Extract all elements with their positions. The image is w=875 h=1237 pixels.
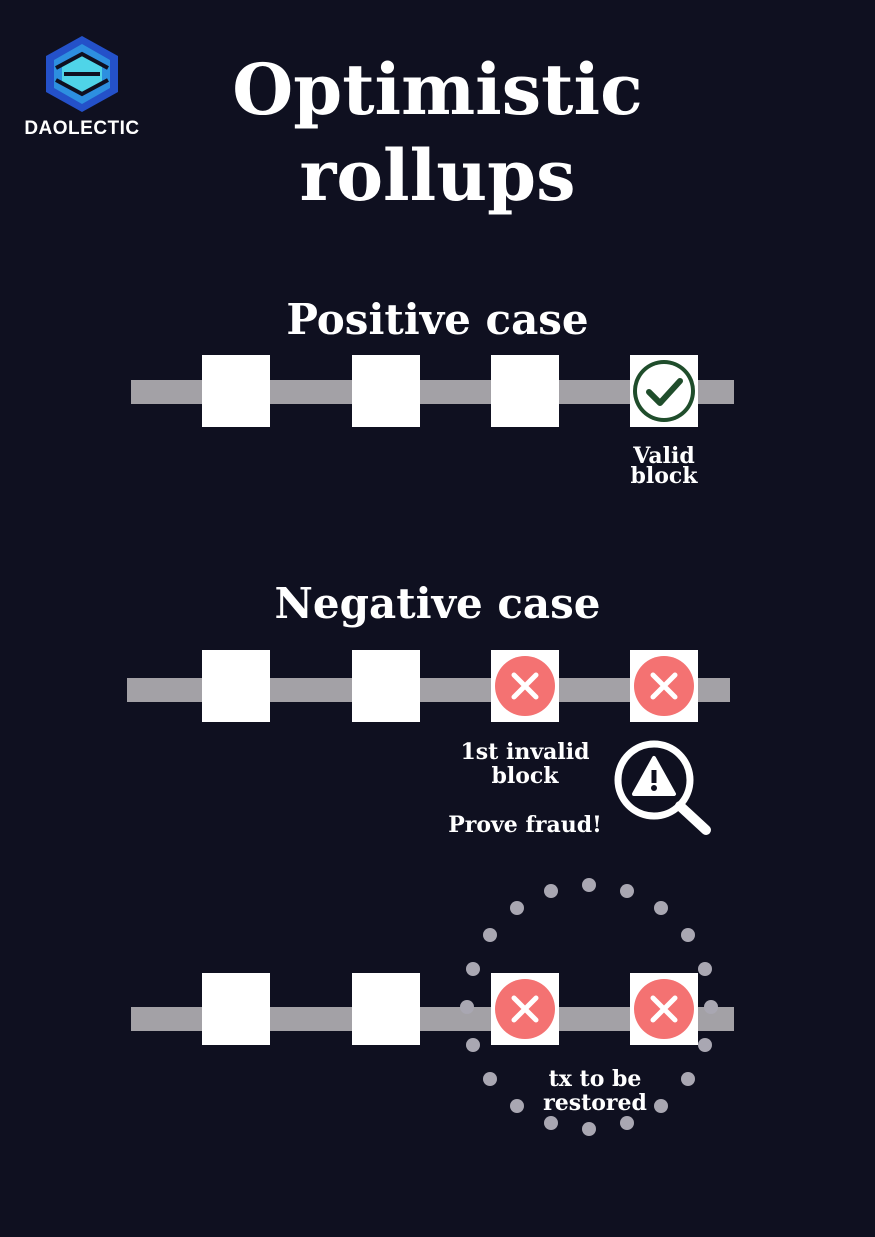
x-icon [495,979,555,1039]
dotted-outline-dot [654,901,668,915]
dotted-outline-dot [544,1116,558,1130]
negative-block-invalid-2 [630,650,698,722]
positive-block-3 [491,355,559,427]
dotted-outline-dot [466,962,480,976]
brand-name: DAOLECTIC [24,118,140,139]
positive-block-2 [352,355,420,427]
dotted-outline-dot [582,878,596,892]
dotted-outline-dot [483,1072,497,1086]
dotted-outline-dot [460,1000,474,1014]
restore-block-invalid-1 [491,973,559,1045]
dotted-outline-dot [544,884,558,898]
logo-mark-icon [46,36,118,112]
dotted-outline-dot [582,1122,596,1136]
dotted-outline-dot [620,884,634,898]
x-icon [634,979,694,1039]
negative-block-invalid-1 [491,650,559,722]
page-title-line1: Optimistic [232,48,643,131]
dotted-outline-dot [704,1000,718,1014]
checkmark-icon [633,360,695,422]
page-title-line2: rollups [299,134,576,217]
x-icon [634,656,694,716]
dotted-outline-dot [510,901,524,915]
valid-block-label-line1: Valid [633,443,695,469]
dotted-outline-dot [681,928,695,942]
invalid-block-label-line1: 1st invalid [460,739,590,765]
negative-block-2 [352,650,420,722]
dotted-outline-dot [510,1099,524,1113]
prove-fraud-label: Prove fraud! [448,812,602,838]
restore-block-invalid-2 [630,973,698,1045]
restore-label-line2: restored [543,1090,647,1116]
negative-block-1 [202,650,270,722]
positive-block-valid [630,355,698,427]
restore-label-line1: tx to be [548,1066,642,1092]
negative-case-heading: Negative case [274,579,601,628]
valid-block-label-line2: block [630,463,698,489]
dotted-outline-dot [698,1038,712,1052]
dotted-outline-dot [483,928,497,942]
brand-logo: DAOLECTIC [14,34,150,144]
invalid-block-label-line2: block [491,763,559,789]
dotted-outline-dot [681,1072,695,1086]
restore-block-2 [352,973,420,1045]
dotted-outline-dot [620,1116,634,1130]
positive-block-1 [202,355,270,427]
dotted-outline-dot [698,962,712,976]
dotted-outline-dot [654,1099,668,1113]
dotted-outline-dot [466,1038,480,1052]
magnifier-warning-icon [614,740,711,835]
restore-block-1 [202,973,270,1045]
positive-case-heading: Positive case [286,295,589,344]
x-icon [495,656,555,716]
